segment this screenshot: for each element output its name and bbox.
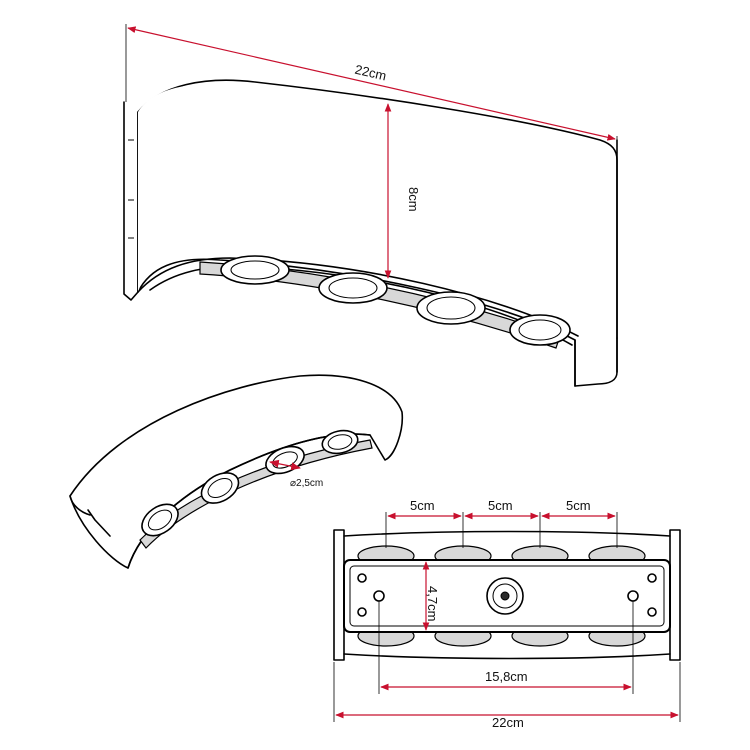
dimension-spacing: 5cm 5cm 5cm	[385, 498, 618, 548]
small-led-2	[200, 472, 240, 504]
small-led-4	[321, 429, 359, 455]
label-top-length: 22cm	[354, 62, 388, 84]
mount-hole-left	[373, 590, 385, 602]
mount-hole-right	[627, 590, 639, 602]
label-hole-distance: 15,8cm	[485, 669, 528, 684]
led-module-2	[318, 272, 388, 304]
label-led-diameter: ⌀2,5cm	[290, 478, 323, 489]
cable-port	[486, 577, 524, 615]
label-spacing-3: 5cm	[566, 498, 591, 513]
led-module-4	[509, 314, 571, 346]
dimension-bottom-length: 22cm	[333, 662, 681, 730]
dimension-plate-height: 4,7cm	[422, 561, 440, 631]
label-spacing-2: 5cm	[488, 498, 513, 513]
lamp-perspective-large	[123, 79, 618, 387]
small-led-1	[141, 503, 179, 537]
lamp-perspective-small	[69, 374, 404, 569]
dimension-led-diameter: ⌀2,5cm	[269, 459, 323, 489]
dimension-top-length: 22cm	[125, 24, 618, 180]
label-top-height: 8cm	[406, 187, 421, 212]
dimension-hole-distance: 15,8cm	[378, 601, 634, 694]
led-module-3	[416, 291, 486, 325]
led-module-1	[220, 255, 290, 285]
label-spacing-1: 5cm	[410, 498, 435, 513]
label-plate-height: 4,7cm	[425, 586, 440, 621]
label-bottom-length: 22cm	[492, 715, 524, 730]
dimension-top-height: 8cm	[384, 103, 421, 279]
lamp-bottom-view	[333, 529, 681, 661]
